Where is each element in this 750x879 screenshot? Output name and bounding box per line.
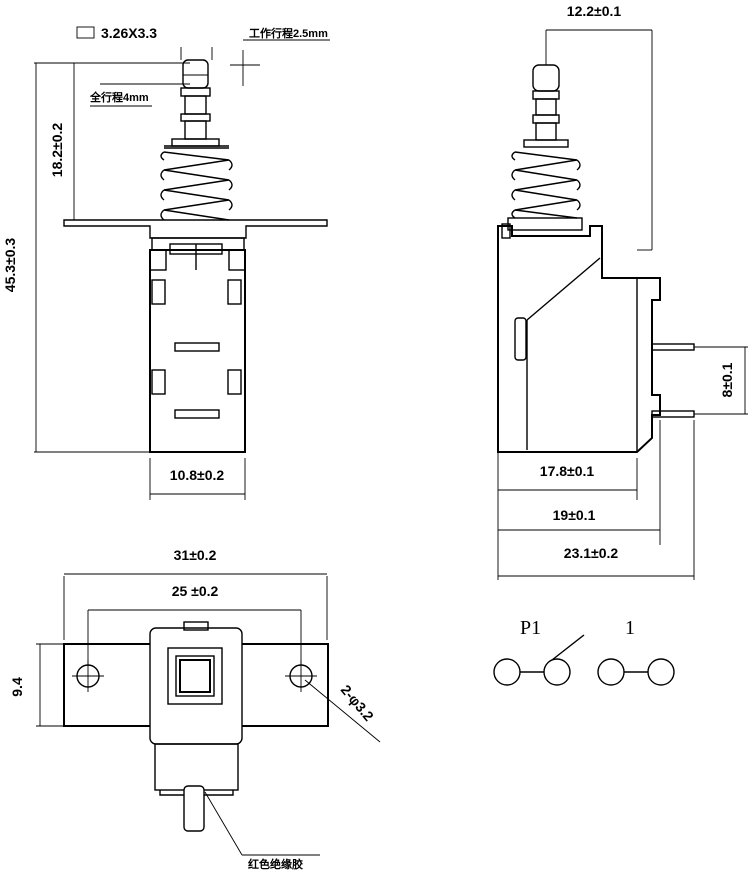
spring-front [160, 145, 233, 221]
side-view: 12.2±0.1 8±0.1 17.8±0.1 19±0.1 23.1±0.2 [497, 3, 748, 580]
side-plunger-cap [532, 64, 560, 92]
note-work-travel: 工作行程2.5mm [249, 26, 328, 40]
dim-body-width: 10.8±0.2 [170, 467, 225, 483]
spring-side [511, 151, 581, 219]
dim-width-b: 19±0.1 [553, 507, 596, 523]
side-pin-upper [651, 343, 695, 351]
note-insulation: 红色绝缘胶 [248, 857, 303, 871]
note-hole-spec: 2-φ3.2 [338, 682, 377, 725]
switch-body [149, 249, 246, 453]
note-full-travel: 全行程4mm [89, 90, 149, 104]
bottom-body [149, 627, 243, 745]
contact-p1-b [543, 658, 571, 686]
dim-height-upper: 18.2±0.2 [49, 123, 65, 178]
legend-box [76, 26, 95, 39]
dim-width-c: 23.1±0.2 [564, 545, 619, 561]
label-1: 1 [625, 617, 635, 639]
side-body [497, 225, 661, 453]
label-p1: P1 [520, 617, 541, 639]
dim-flange-height: 9.4 [9, 677, 25, 697]
plunger-square [179, 659, 211, 693]
plunger-collar [180, 87, 211, 97]
contact-1-a [597, 658, 625, 686]
dim-height-total: 45.3±0.3 [2, 238, 18, 293]
mounting-plate [63, 219, 328, 239]
bottom-view: 31±0.2 25 ±0.2 9.4 2-φ3.2 红色绝缘胶 [9, 547, 381, 871]
dim-flange-width: 31±0.2 [174, 547, 217, 563]
dim-top-width: 12.2±0.1 [567, 3, 622, 19]
dim-hole-spacing: 25 ±0.2 [172, 583, 219, 599]
insulation-tab [183, 785, 205, 832]
legend-text: 3.26X3.3 [101, 25, 157, 41]
contact-p1-a [493, 658, 521, 686]
dim-pin-spacing: 8±0.1 [719, 362, 735, 397]
dim-width-a: 17.8±0.1 [540, 463, 595, 479]
front-view: 3.26X3.3 [2, 25, 330, 500]
switch-schematic: P1 1 [493, 617, 675, 686]
contact-1-b [647, 658, 675, 686]
